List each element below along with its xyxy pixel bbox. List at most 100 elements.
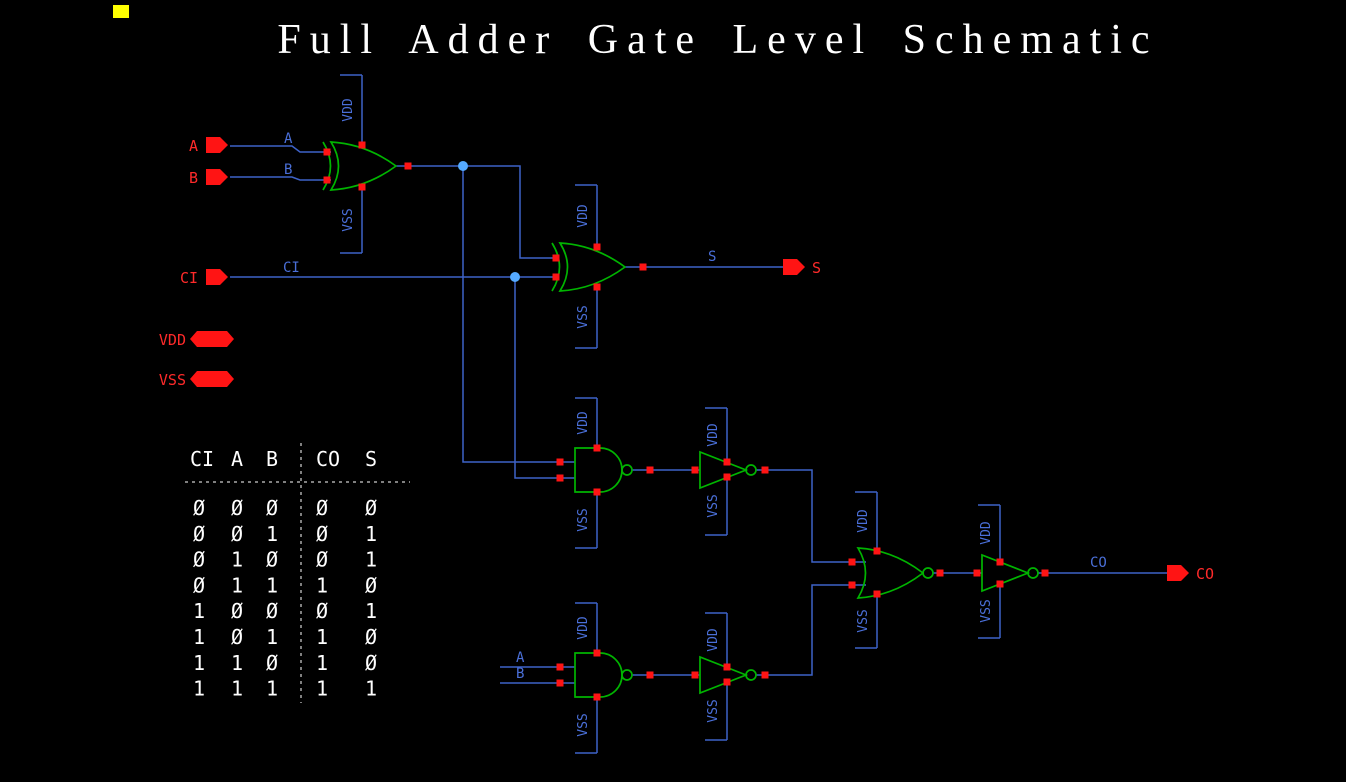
nand-gate-1[interactable]: [574, 447, 633, 493]
truth-table-cell: Ø: [316, 496, 328, 520]
pin-label-s: S: [812, 259, 821, 277]
output-pin-co[interactable]: CO: [1167, 565, 1214, 583]
power-stub[interactable]: [575, 602, 598, 653]
power-stub[interactable]: [705, 477, 728, 536]
inverter-bubble-icon: [1027, 567, 1039, 579]
power-label-vss: VSS: [341, 208, 356, 231]
power-stub[interactable]: [978, 504, 1001, 562]
terminal-square: [646, 466, 654, 474]
power-stub[interactable]: [855, 594, 878, 649]
net-label-ci: CI: [283, 260, 300, 276]
power-stub[interactable]: [340, 74, 363, 145]
truth-table-cell: 1: [365, 522, 377, 546]
terminal-square: [723, 473, 731, 481]
truth-table-cell: Ø: [365, 625, 377, 649]
gates: [322, 141, 1039, 698]
input-pin-ci[interactable]: CI: [180, 269, 228, 287]
power-pin-icon: [190, 331, 234, 347]
power-label-vdd: VDD: [576, 411, 591, 435]
input-pin-b[interactable]: B: [189, 169, 228, 187]
terminal-square: [996, 558, 1004, 566]
wire-junctions: [458, 161, 520, 282]
power-stub[interactable]: [978, 584, 1001, 639]
terminal-square: [848, 558, 856, 566]
terminal-square: [761, 671, 769, 679]
wire[interactable]: [756, 469, 866, 563]
power-stub[interactable]: [340, 187, 363, 254]
power-label-vdd: VDD: [706, 628, 721, 652]
truth-table-cell: Ø: [231, 496, 243, 520]
truth-table-cell: Ø: [365, 651, 377, 675]
wire[interactable]: [514, 277, 575, 479]
terminal-square: [323, 148, 331, 156]
pin-label-co: CO: [1196, 565, 1214, 583]
truth-table-cell: 1: [266, 573, 278, 597]
truth-table-cell: 1: [193, 651, 205, 675]
wire[interactable]: [230, 145, 331, 153]
inverter-bubble-icon: [745, 464, 757, 476]
power-stub[interactable]: [575, 184, 598, 247]
truth-table-cell: 1: [316, 651, 328, 675]
terminal-square: [323, 176, 331, 184]
terminal-square: [996, 580, 1004, 588]
terminal-square: [593, 243, 601, 251]
nand-gate-2[interactable]: [574, 652, 633, 698]
truth-table-cell: 1: [365, 677, 377, 701]
inverter-bubble-icon: [922, 567, 934, 579]
power-stub[interactable]: [705, 612, 728, 667]
power-stub[interactable]: [575, 287, 598, 349]
net-label-a2: A: [516, 650, 525, 666]
power-stub[interactable]: [855, 491, 878, 551]
terminal-square: [358, 141, 366, 149]
power-label-vss: VSS: [706, 494, 721, 517]
power-stub[interactable]: [575, 397, 598, 448]
nor-gate-1[interactable]: [856, 547, 934, 599]
pin-label-a: A: [189, 137, 198, 155]
power-stub[interactable]: [705, 682, 728, 741]
truth-table-cell: 1: [365, 599, 377, 623]
inverter-bubble-icon: [621, 464, 633, 476]
truth-table-cell: Ø: [266, 548, 278, 572]
truth-table-cell: Ø: [365, 573, 377, 597]
truth-table-cell: 1: [316, 677, 328, 701]
terminal-square: [973, 569, 981, 577]
output-pin-icon: [1167, 565, 1189, 581]
terminal-square: [723, 678, 731, 686]
truth-table-cell: Ø: [231, 522, 243, 546]
terminal-square: [593, 444, 601, 452]
xor-gate-2[interactable]: [551, 242, 627, 292]
pin-label-vss: VSS: [159, 371, 186, 389]
pin-label-ci: CI: [180, 269, 198, 287]
input-pin-a[interactable]: A: [189, 137, 228, 155]
inverter-3[interactable]: [981, 553, 1039, 593]
truth-table-cell: 1: [231, 548, 243, 572]
xor-gate-1[interactable]: [322, 141, 398, 191]
output-pin-s[interactable]: S: [783, 259, 821, 277]
terminal-square: [404, 162, 412, 170]
inverter-2[interactable]: [699, 655, 757, 695]
output-pin-icon: [783, 259, 805, 275]
power-stub[interactable]: [705, 407, 728, 462]
power-stub[interactable]: [575, 492, 598, 549]
wire[interactable]: [230, 176, 331, 181]
wire[interactable]: [756, 584, 866, 676]
inverter-bubble-icon: [745, 669, 757, 681]
wire[interactable]: [462, 166, 575, 463]
terminal-square: [691, 466, 699, 474]
terminal-square: [723, 458, 731, 466]
terminal-square: [593, 488, 601, 496]
truth-table-header: B: [266, 447, 278, 471]
truth-table-cell: 1: [266, 522, 278, 546]
pin-label-b: B: [189, 169, 198, 187]
power-stub[interactable]: [575, 697, 598, 754]
inverter-1[interactable]: [699, 450, 757, 490]
power-pin-vdd[interactable]: VDD: [159, 331, 234, 349]
truth-table-cell: Ø: [316, 522, 328, 546]
terminal-square: [556, 458, 564, 466]
power-pin-vss[interactable]: VSS: [159, 371, 234, 389]
terminal-square: [556, 679, 564, 687]
terminal-square: [593, 693, 601, 701]
